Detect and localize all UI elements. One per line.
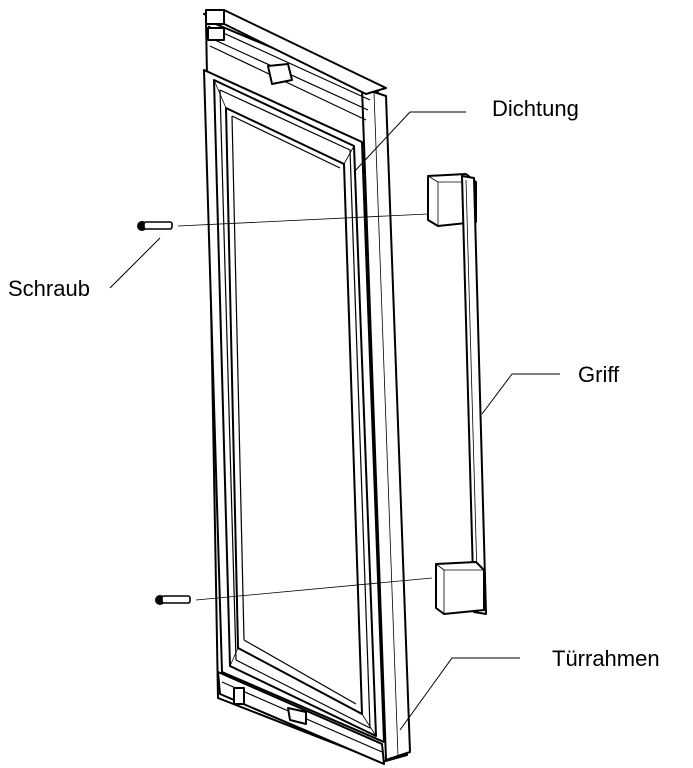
screw-icon	[137, 221, 173, 231]
screw-alignment-bottom	[195, 577, 433, 601]
handle-bar	[461, 175, 487, 615]
door-frame-bottom-tab	[287, 707, 307, 725]
door-glass	[225, 107, 363, 715]
door-frame	[203, 9, 411, 765]
door-frame-leader	[399, 657, 520, 731]
screw-alignment-top	[177, 213, 429, 227]
door-frame-top-tab	[267, 63, 293, 85]
screw-leader	[109, 237, 161, 289]
screw-label: Schraub	[8, 276, 90, 301]
gasket-label: Dichtung	[492, 96, 579, 121]
gasket-leader	[353, 111, 466, 173]
screw-icon	[155, 595, 191, 605]
handle	[427, 173, 487, 615]
handle-label: Griff	[578, 362, 620, 387]
door-frame-label: Türrahmen	[552, 646, 660, 671]
handle-leader	[481, 373, 560, 415]
handle-bottom-cap	[435, 561, 485, 615]
